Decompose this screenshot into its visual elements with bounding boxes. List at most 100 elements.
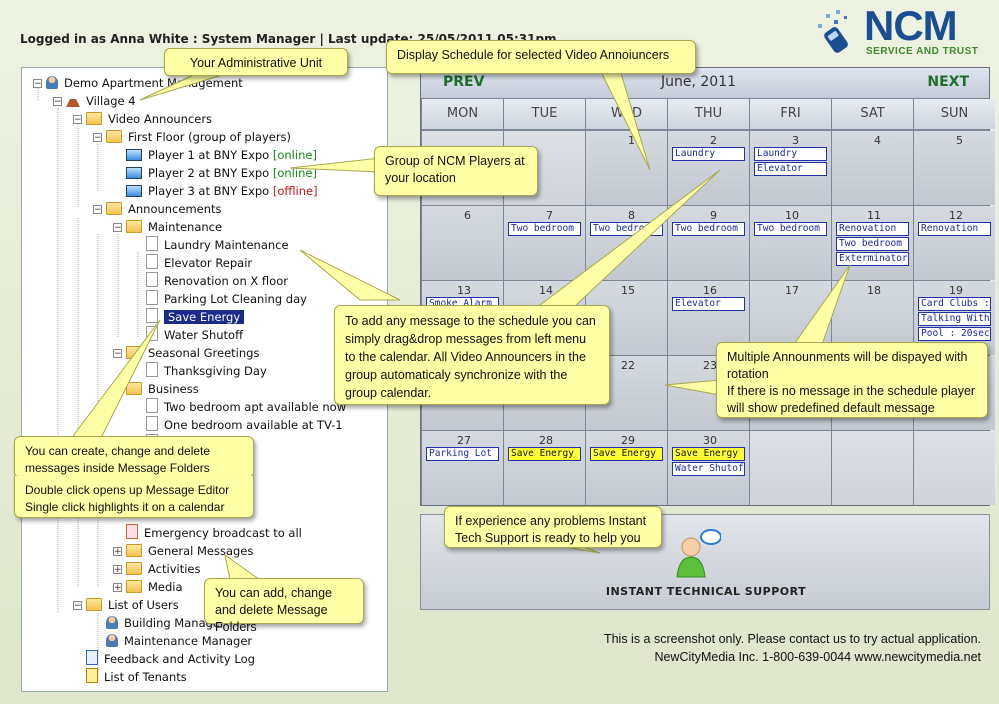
day-number: 4 — [874, 134, 881, 147]
collapse-toggle[interactable]: − — [93, 133, 102, 143]
scheduled-message[interactable]: Exterminator — [836, 252, 909, 266]
tree-building-manager[interactable]: Building Manager — [106, 614, 225, 632]
day-number: 27 — [457, 434, 471, 447]
scheduled-message[interactable]: Two bedroom — [836, 237, 909, 251]
tree-general-messages[interactable]: General Messages — [126, 542, 253, 560]
tree-video-announcers[interactable]: Video Announcers — [86, 110, 212, 128]
collapse-toggle[interactable]: − — [113, 385, 122, 395]
calendar-day-cell[interactable]: 6 — [422, 206, 503, 280]
next-month-button[interactable]: NEXT — [927, 74, 969, 90]
scheduled-message[interactable]: Two bedroom — [754, 222, 827, 236]
scheduled-message[interactable]: Laundry — [754, 147, 827, 161]
scheduled-message[interactable]: Two bedroom — [508, 222, 581, 236]
message-item[interactable]: Water Shutoff — [146, 326, 243, 344]
tree-activities[interactable]: Activities — [126, 560, 200, 578]
tree-village[interactable]: Village 4 — [66, 92, 136, 110]
message-label: Renovation on X floor — [164, 274, 288, 288]
callout-create-messages: You can create, change and delete messag… — [14, 436, 254, 478]
scheduled-message[interactable]: Water Shutoff — [672, 462, 745, 476]
scheduled-message[interactable]: Renovation — [918, 222, 991, 236]
tree-announcements[interactable]: Announcements — [106, 200, 222, 218]
tree-root[interactable]: Demo Apartment Management — [46, 74, 243, 92]
message-item[interactable]: Thanksgiving Day — [146, 362, 267, 380]
day-number: 7 — [546, 209, 553, 222]
prev-month-button[interactable]: PREV — [443, 74, 485, 90]
scheduled-message[interactable]: Parking Lot — [426, 447, 499, 461]
tree-users[interactable]: List of Users — [86, 596, 179, 614]
scheduled-message[interactable]: Renovation — [836, 222, 909, 236]
tree-media[interactable]: Media — [126, 578, 183, 596]
collapse-toggle[interactable]: − — [93, 205, 102, 215]
message-item[interactable]: Two bedroom apt available now — [146, 398, 346, 416]
tree-feedback[interactable]: Feedback and Activity Log — [86, 650, 255, 668]
calendar-day-cell[interactable]: 5 — [914, 131, 995, 205]
day-number: 2 — [710, 134, 717, 147]
scheduled-message[interactable]: Talking With — [918, 312, 991, 326]
scheduled-message[interactable]: Elevator — [672, 297, 745, 311]
message-item[interactable]: One bedroom available at TV-1 — [146, 416, 343, 434]
tree-emergency[interactable]: Emergency broadcast to all — [126, 524, 302, 542]
user-label: Maintenance Manager — [124, 634, 253, 648]
scheduled-message[interactable]: Two bedroom — [672, 222, 745, 236]
collapse-toggle[interactable]: − — [73, 115, 82, 125]
calendar-day-cell[interactable]: 4 — [832, 131, 913, 205]
document-icon — [146, 362, 158, 377]
expand-toggle[interactable]: + — [113, 547, 122, 557]
tenants-list-icon — [86, 668, 98, 683]
logo-tagline: SERVICE AND TRUST — [866, 46, 979, 57]
calendar-day-cell[interactable] — [914, 431, 995, 505]
collapse-toggle[interactable]: − — [53, 97, 62, 107]
message-item[interactable]: Elevator Repair — [146, 254, 252, 272]
tree-tenants[interactable]: List of Tenants — [86, 668, 187, 686]
scheduled-message[interactable]: Elevator — [754, 162, 827, 176]
scheduled-message[interactable]: Two bedroom — [590, 222, 663, 236]
expand-toggle[interactable]: + — [113, 565, 122, 575]
calendar-day-cell[interactable] — [750, 431, 831, 505]
tree-maintenance-manager[interactable]: Maintenance Manager — [106, 632, 252, 650]
tree-first-floor[interactable]: First Floor (group of players) — [106, 128, 291, 146]
tree-maintenance[interactable]: Maintenance — [126, 218, 222, 236]
tree-seasonal[interactable]: Seasonal Greetings — [126, 344, 259, 362]
tree-business[interactable]: Business — [126, 380, 199, 398]
expand-toggle[interactable]: + — [113, 583, 122, 593]
scheduled-message[interactable]: Laundry — [672, 147, 745, 161]
message-item[interactable]: Laundry Maintenance — [146, 236, 289, 254]
day-header: MON — [422, 99, 503, 129]
player-name: Player 1 at BNY Expo — [148, 148, 270, 162]
scheduled-message[interactable]: Pool : 20sec — [918, 327, 991, 341]
calendar-day-cell[interactable] — [832, 431, 913, 505]
scheduled-message[interactable]: Save Energy : — [590, 447, 663, 461]
message-item[interactable]: Renovation on X floor — [146, 272, 288, 290]
message-label: Elevator Repair — [164, 256, 253, 270]
collapse-toggle[interactable]: − — [73, 601, 82, 611]
message-item-selected[interactable]: Save Energy — [146, 308, 245, 326]
scheduled-message[interactable]: Save Energy : — [672, 447, 745, 461]
player-status: [online] — [272, 148, 317, 162]
message-item[interactable]: Parking Lot Cleaning day — [146, 290, 307, 308]
collapse-toggle[interactable]: − — [33, 79, 42, 89]
tree-users-label: List of Users — [108, 598, 179, 612]
collapse-toggle[interactable]: − — [113, 349, 122, 359]
calendar-day-cell[interactable]: 1 — [586, 131, 667, 205]
tree-player-1[interactable]: Player 1 at BNY Expo [online] — [126, 146, 317, 164]
tree-activities-label: Activities — [148, 562, 201, 576]
tree-player-2[interactable]: Player 2 at BNY Expo [online] — [126, 164, 317, 182]
scheduled-message[interactable]: Card Clubs : — [918, 297, 991, 311]
collapse-toggle[interactable]: − — [113, 223, 122, 233]
scheduled-message[interactable]: Save Energy : — [508, 447, 581, 461]
callout-drag-drop: To add any message to the schedule you c… — [334, 305, 610, 405]
tree-player-3[interactable]: Player 3 at BNY Expo [offline] — [126, 182, 318, 200]
